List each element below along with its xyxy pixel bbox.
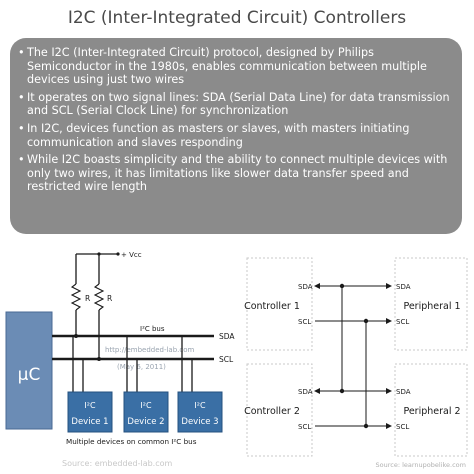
- vcc-label: + Vcc: [121, 251, 142, 259]
- left-source-credit: Source: embedded-lab.com: [62, 459, 173, 468]
- device-1-type: I²C: [84, 401, 96, 410]
- bullet-panel: [10, 38, 462, 234]
- bullet-item: •It operates on two signal lines: SDA (S…: [18, 91, 458, 118]
- controller-2-scl: SCL: [298, 423, 311, 431]
- resistor-2-label: R: [107, 294, 112, 303]
- device-2-label: Device 2: [127, 417, 164, 427]
- device-2-type: I²C: [140, 401, 152, 410]
- bullet-dot: •: [18, 90, 25, 104]
- device-2-box: [123, 391, 169, 433]
- scl-node-top: [363, 318, 369, 324]
- controller-1-label: Controller 1: [244, 301, 300, 312]
- sda-node-bottom: [339, 388, 345, 394]
- device-3-box: [177, 391, 223, 433]
- bullet-text: It operates on two signal lines: SDA (Se…: [27, 90, 450, 118]
- bus-label: I²C bus: [140, 325, 165, 333]
- diagram-caption: Multiple devices on common I²C bus: [66, 437, 197, 446]
- bullet-dot: •: [18, 153, 25, 167]
- scl-node-bottom: [363, 423, 369, 429]
- scl-junction: [97, 357, 101, 361]
- device-1-box: [67, 391, 113, 433]
- peripheral-1-label: Peripheral 1: [403, 301, 460, 312]
- microcontroller-label: μC: [18, 365, 41, 385]
- peripheral-2-scl: SCL: [396, 423, 409, 431]
- device-1-label: Device 1: [71, 417, 108, 427]
- controller-1-sda: SDA: [298, 283, 313, 291]
- vcc-node: [116, 252, 120, 256]
- bullet-item: •The I2C (Inter-Integrated Circuit) prot…: [18, 46, 458, 87]
- sda-node-top: [339, 283, 345, 289]
- right-source-credit: Source: learnupobelike.com: [376, 461, 467, 469]
- resistor-1-symbol: [70, 283, 82, 311]
- bullet-item: •In I2C, devices function as masters or …: [18, 122, 458, 149]
- peripheral-1-box: [394, 257, 468, 351]
- microcontroller-box: [5, 311, 53, 430]
- controller-1-scl: SCL: [298, 318, 311, 326]
- bullet-dot: •: [18, 121, 25, 135]
- controller-2-sda: SDA: [298, 388, 313, 396]
- peripheral-2-box: [394, 363, 468, 457]
- resistor-1-label: R: [85, 294, 90, 303]
- bullet-dot: •: [18, 46, 25, 59]
- resistor-2-symbol: [93, 283, 105, 311]
- sda-label: SDA: [219, 332, 235, 341]
- controller-2-label: Controller 2: [244, 406, 300, 417]
- peripheral-2-sda: SDA: [396, 388, 411, 396]
- bullet-item: •While I2C boasts simplicity and the abi…: [18, 153, 458, 194]
- controller-1-box: [246, 257, 313, 351]
- watermark-url: http://embedded-lab.com: [105, 346, 195, 354]
- peripheral-1-scl: SCL: [396, 318, 409, 326]
- bullet-text: In I2C, devices function as masters or s…: [27, 121, 410, 149]
- bullet-text: While I2C boasts simplicity and the abil…: [27, 153, 448, 194]
- watermark-date: (May 6, 2011): [117, 363, 166, 371]
- scl-label: SCL: [219, 355, 234, 364]
- controller-2-box: [246, 363, 313, 457]
- page-title: I2C (Inter-Integrated Circuit) Controlle…: [67, 8, 407, 28]
- device-3-label: Device 3: [181, 417, 218, 427]
- peripheral-1-sda: SDA: [396, 283, 411, 291]
- bullet-text: The I2C (Inter-Integrated Circuit) proto…: [27, 46, 427, 87]
- device-3-type: I²C: [194, 401, 206, 410]
- peripheral-2-label: Peripheral 2: [403, 406, 460, 417]
- sda-junction: [74, 334, 78, 338]
- bullet-list: •The I2C (Inter-Integrated Circuit) prot…: [18, 46, 458, 198]
